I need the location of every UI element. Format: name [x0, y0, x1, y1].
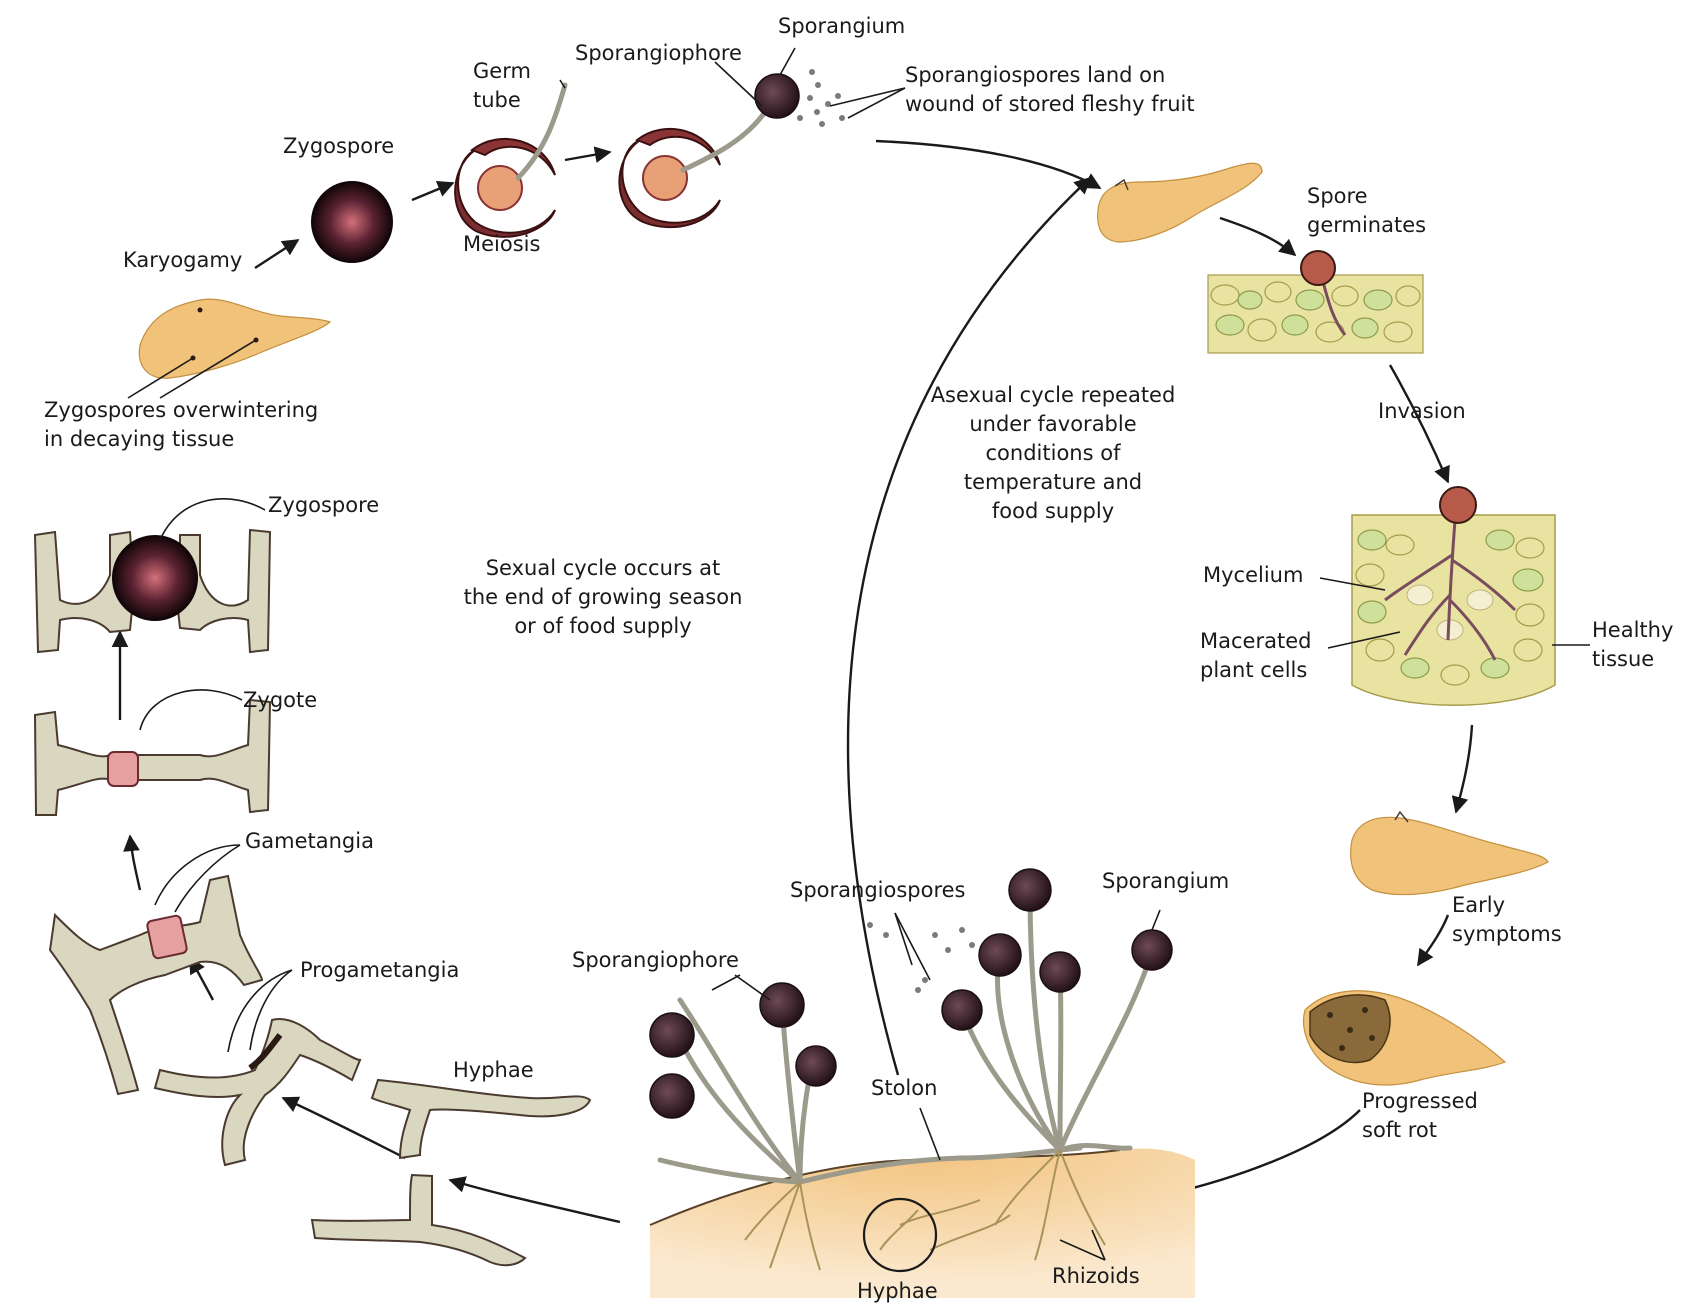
sporangium-top	[755, 74, 799, 118]
label-line: Gametangia	[245, 829, 374, 853]
wounded-fruit	[1098, 163, 1262, 242]
arrow-hyphae-to-progametangia	[283, 1098, 405, 1158]
label-line: Macerated	[1200, 629, 1311, 653]
label-line: Sexual cycle occurs at	[486, 556, 721, 580]
label-line: Rhizoids	[1052, 1264, 1140, 1288]
arrow-meiosis-to-germ	[565, 152, 610, 160]
label-line: Karyogamy	[123, 248, 242, 272]
label-sporangiospores-bottom: Sporangiospores	[790, 878, 966, 902]
label-line: Sporangium	[1102, 869, 1229, 893]
gametangia-stage	[50, 876, 262, 1094]
label-line: Invasion	[1378, 399, 1466, 423]
label-line: plant cells	[1200, 658, 1307, 682]
label-line: tube	[473, 88, 521, 112]
label-line: Mycelium	[1203, 563, 1303, 587]
label-line: Sporangium	[778, 14, 905, 38]
germination-tissue	[1208, 251, 1423, 353]
label-karyogamy: Karyogamy	[123, 248, 242, 272]
label-line: Spore	[1307, 184, 1368, 208]
label-macerated: Macerated plant cells	[1200, 629, 1311, 682]
label-zygospore-left: Zygospore	[268, 493, 379, 517]
label-zygospores-overwintering: Zygospores overwintering in decaying tiss…	[44, 398, 318, 451]
label-line: Hyphae	[453, 1058, 534, 1082]
label-sporangium-bottom: Sporangium	[1102, 869, 1229, 893]
label-line: Sporangiospores	[790, 878, 966, 902]
arrow-early-to-rot	[1418, 915, 1448, 965]
early-symptoms-fruit	[1351, 817, 1548, 894]
label-line: under favorable	[969, 412, 1136, 436]
label-line: germinates	[1307, 213, 1426, 237]
label-stolon: Stolon	[871, 1076, 937, 1100]
label-line: Progressed	[1362, 1089, 1478, 1113]
label-line: Sporangiophore	[572, 948, 739, 972]
label-line: Meiosis	[463, 232, 540, 256]
arrow-karyogamy-to-zygospore	[255, 240, 298, 268]
label-line: wound of stored fleshy fruit	[905, 92, 1195, 116]
label-line: Stolon	[871, 1076, 937, 1100]
label-sporangiospores-land: Sporangiospores land on wound of stored f…	[905, 63, 1195, 116]
label-line: food supply	[992, 499, 1114, 523]
label-line: Sporangiospores land on	[905, 63, 1165, 87]
label-line: conditions of	[986, 441, 1122, 465]
label-mycelium: Mycelium	[1203, 563, 1303, 587]
label-germ-tube: Germ tube	[473, 59, 531, 112]
label-sporangiophore-bottom: Sporangiophore	[572, 948, 739, 972]
label-sporangiophore-top: Sporangiophore	[575, 41, 742, 65]
invasion-tissue	[1352, 487, 1555, 705]
overwintering-fruit	[139, 299, 330, 378]
arrow-asexual-repeat	[848, 178, 1090, 1075]
released-spores	[867, 922, 975, 993]
label-sexual-cycle: Sexual cycle occurs at the end of growing…	[464, 556, 743, 638]
label-line: Sporangiophore	[575, 41, 742, 65]
label-line: or of food supply	[514, 614, 691, 638]
zygote-stage	[35, 700, 270, 815]
label-invasion: Invasion	[1378, 399, 1466, 423]
arrow-fruit-to-germinates	[1220, 218, 1295, 255]
label-zygospore-top: Zygospore	[283, 134, 394, 158]
arrow-spores-to-fruit	[876, 141, 1100, 188]
label-line: Asexual cycle repeated	[931, 383, 1176, 407]
label-line: Early	[1452, 893, 1505, 917]
label-line: Zygote	[243, 688, 317, 712]
progametangia-stage	[155, 1019, 360, 1165]
label-zygote: Zygote	[243, 688, 317, 712]
progressed-rot-fruit	[1304, 991, 1505, 1085]
label-line: Hyphae	[857, 1279, 938, 1303]
label-line: tissue	[1592, 647, 1654, 671]
germ-zygospore	[619, 69, 845, 227]
label-hyphae-left: Hyphae	[453, 1058, 534, 1082]
label-gametangia: Gametangia	[245, 829, 374, 853]
label-line: Zygospores overwintering	[44, 398, 318, 422]
arrow-gametangia-to-zygote	[130, 836, 140, 890]
label-line: the end of growing season	[464, 585, 743, 609]
label-meiosis: Meiosis	[463, 232, 540, 256]
zygospore-stage	[35, 530, 270, 652]
label-line: symptoms	[1452, 922, 1562, 946]
label-progametangia: Progametangia	[300, 958, 459, 982]
label-line: soft rot	[1362, 1118, 1437, 1142]
label-rhizoids: Rhizoids	[1052, 1264, 1140, 1288]
arrow-colony-to-hyphae	[450, 1180, 620, 1222]
zygospore-top	[312, 182, 392, 262]
hyphae-stage	[312, 1080, 590, 1265]
arrow-invasion-to-early	[1456, 725, 1472, 812]
label-line: Progametangia	[300, 958, 459, 982]
label-line: temperature and	[964, 470, 1142, 494]
label-asexual-cycle: Asexual cycle repeated under favorable con…	[931, 383, 1176, 523]
label-healthy-tissue: Healthy tissue	[1592, 618, 1673, 671]
label-spore-germinates: Spore germinates	[1307, 184, 1426, 237]
label-line: Healthy	[1592, 618, 1673, 642]
label-line: in decaying tissue	[44, 427, 234, 451]
label-hyphae-bottom: Hyphae	[857, 1279, 938, 1303]
label-early-symptoms: Early symptoms	[1452, 893, 1562, 946]
label-progressed-soft-rot: Progressed soft rot	[1362, 1089, 1478, 1142]
arrow-zygospore-to-meiosis	[412, 183, 453, 200]
arrow-germinates-to-invasion	[1390, 365, 1448, 482]
label-line: Zygospore	[268, 493, 379, 517]
label-line: Germ	[473, 59, 531, 83]
label-line: Zygospore	[283, 134, 394, 158]
zygote-leader	[140, 690, 242, 730]
label-sporangium-top: Sporangium	[778, 14, 905, 38]
